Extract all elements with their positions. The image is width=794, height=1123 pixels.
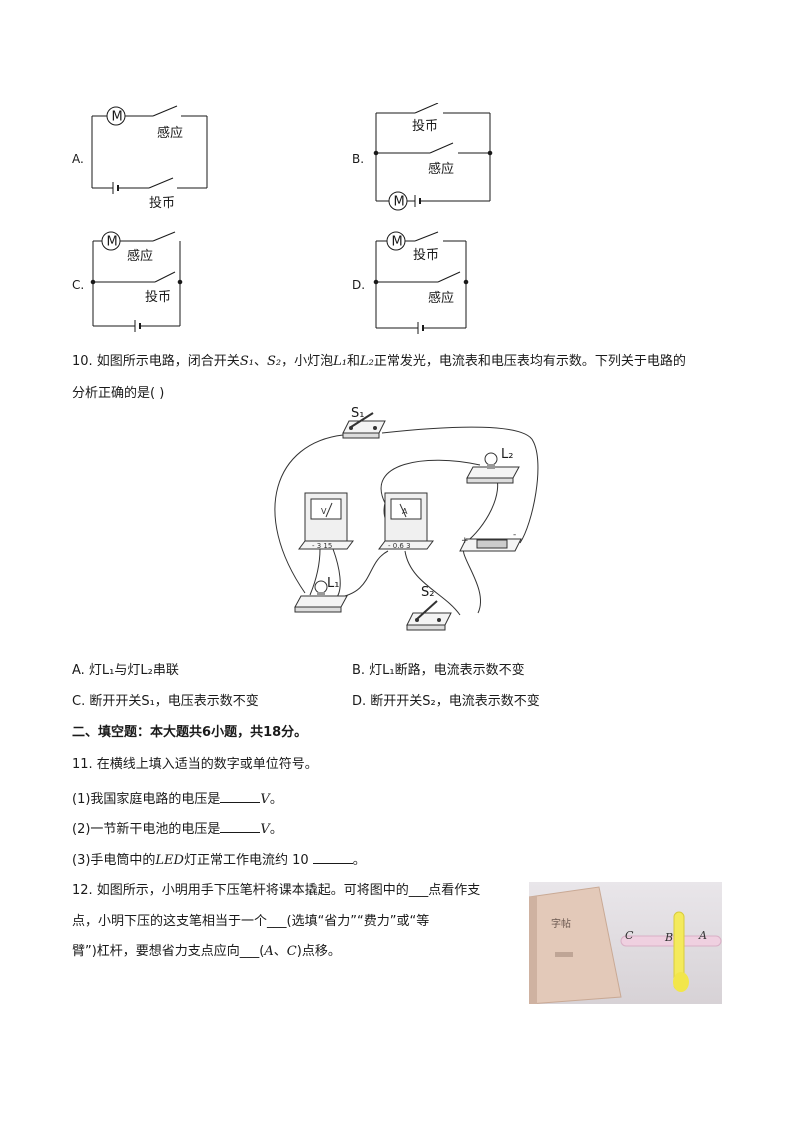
q10-text: 正常发光，电流表和电压表均有示数。下列关于电路的 xyxy=(373,354,686,369)
q11-p1-text: (1)我国家庭电路的电压是 xyxy=(72,792,221,807)
section-2-prefix: 二、填空题：本大题共 xyxy=(72,725,203,740)
voltmeter-terminals: - 3 15 xyxy=(312,542,332,550)
answer-blank[interactable] xyxy=(220,818,261,833)
var-l2: L₂ xyxy=(359,354,374,369)
q10-option-b: B. 灯L₁断路，电流表示数不变 xyxy=(352,663,525,678)
option-b-label-1: 投币 xyxy=(412,118,438,134)
q11-part-3: (3)手电筒中的LED灯正常工作电流约 10 。 xyxy=(72,849,366,870)
option-a-letter: A. xyxy=(72,152,84,166)
q11-part-2: (2)一节新干电池的电压是 V。 xyxy=(72,818,283,839)
battery-plus: + xyxy=(461,536,469,546)
book-cover xyxy=(529,886,622,1004)
var-l1: L₁ xyxy=(333,354,347,369)
motor-d-label: M xyxy=(392,235,403,250)
q10-text: 10. 如图所示电路，闭合开关 xyxy=(72,354,240,369)
q12-line-1: 12. 如图所示，小明用手下压笔杆将课本撬起。可将图中的___点看作支 xyxy=(72,883,481,898)
option-a-label-1: 感应 xyxy=(157,125,183,141)
option-d-label-2: 感应 xyxy=(428,290,454,306)
q11-p3-end: 。 xyxy=(352,853,366,868)
q12-l3-sep: 、 xyxy=(273,944,287,959)
var-s2: S₂ xyxy=(266,354,282,369)
q12-l3-end: )点移。 xyxy=(296,944,341,959)
option-d-label-1: 投币 xyxy=(413,247,439,263)
option-d-letter: D. xyxy=(352,278,366,292)
q10-option-a: A. 灯L₁与灯L₂串联 xyxy=(72,663,179,678)
q12-photo: 字帖 C B A xyxy=(529,882,722,1004)
section-2-suffix: 分。 xyxy=(281,725,308,740)
q11-p2-end: 。 xyxy=(269,822,283,837)
switch-s2: S₂ xyxy=(406,585,452,631)
q12-line-2: 点，小明下压的这支笔相当于一个___(选填“省力”“费力”或“等 xyxy=(72,914,430,929)
ammeter: A - 0.6 3 xyxy=(378,492,434,550)
motor-c-label: M xyxy=(107,235,118,250)
section-2-score: 18 xyxy=(263,725,282,740)
circuit-d-svg: M 投币 感应 xyxy=(373,231,469,334)
label-l1: L₁ xyxy=(327,576,339,591)
unit-v: V xyxy=(260,822,270,837)
q11-p3-text: (3)手电筒中的 xyxy=(72,853,156,868)
q11-stem: 11. 在横线上填入适当的数字或单位符号。 xyxy=(72,757,318,772)
var-led: LED xyxy=(155,853,184,868)
circuit-c-svg: M 感应 投币 xyxy=(90,231,183,332)
q10-option-d: D. 断开开关S₂，电流表示数不变 xyxy=(352,694,540,709)
option-b-label-2: 感应 xyxy=(428,161,454,177)
option-a-label-2: 投币 xyxy=(149,195,175,211)
section-2-mid: 小题，共 xyxy=(211,725,264,740)
answer-blank[interactable] xyxy=(312,849,353,864)
label-s2: S₂ xyxy=(421,585,434,600)
q11-p2-text: (2)一节新干电池的电压是 xyxy=(72,822,221,837)
circuit-a-svg: M 感应 投币 xyxy=(91,105,208,211)
q10-stem-line1: 10. 如图所示电路，闭合开关S₁、S₂，小灯泡L₁和L₂正常发光，电流表和电压… xyxy=(72,353,686,371)
unit-v: V xyxy=(260,792,270,807)
option-b-letter: B. xyxy=(352,152,365,166)
section-2-heading: 二、填空题：本大题共6小题，共18分。 xyxy=(72,724,307,742)
q10-circuit-figure: S₁ L₂ V - 3 15 A - 0.6 3 + - L₁ xyxy=(274,406,539,631)
section-2-count: 6 xyxy=(202,725,212,740)
q11-p1-end: 。 xyxy=(269,792,283,807)
q12-l3-text: 臂”)杠杆，要想省力支点应向___( xyxy=(72,944,265,959)
ammeter-symbol: A xyxy=(402,507,408,516)
point-c-ref: C xyxy=(286,944,297,959)
battery-minus: - xyxy=(513,530,516,540)
option-c-label-2: 投币 xyxy=(145,289,171,305)
q11-part-1: (1)我国家庭电路的电压是 V。 xyxy=(72,788,283,809)
q10-text: ，小灯泡 xyxy=(281,354,334,369)
point-a-ref: A xyxy=(264,944,274,959)
option-c-letter: C. xyxy=(72,278,85,292)
motor-a-label: M xyxy=(112,110,123,125)
switch-s1: S₁ xyxy=(342,406,386,439)
label-s1: S₁ xyxy=(351,406,364,421)
option-c-label-1: 感应 xyxy=(127,248,153,264)
q11-p3-mid: 灯正常工作电流约 10 xyxy=(183,853,309,868)
bulb-l1: L₁ xyxy=(294,576,348,613)
label-l2: L₂ xyxy=(501,447,513,462)
answer-blank[interactable] xyxy=(220,788,261,803)
q10-option-c: C. 断开开关S₁，电压表示数不变 xyxy=(72,694,259,709)
circuit-b-svg: M 投币 感应 xyxy=(373,103,493,211)
book-title: 字帖 xyxy=(551,917,571,930)
voltmeter: V - 3 15 xyxy=(298,492,354,550)
voltmeter-symbol: V xyxy=(321,507,327,516)
ammeter-terminals: - 0.6 3 xyxy=(388,542,411,550)
point-a-label: A xyxy=(698,929,707,942)
var-s1: S₁ xyxy=(239,354,254,369)
q10-and: 和 xyxy=(346,354,360,369)
motor-b-label: M xyxy=(394,195,405,210)
battery: + - xyxy=(459,530,522,552)
point-c-label: C xyxy=(625,929,634,942)
q10-sep: 、 xyxy=(253,354,267,369)
q12-line-3: 臂”)杠杆，要想省力支点应向___(A、C)点移。 xyxy=(72,943,341,961)
bulb-l2: L₂ xyxy=(466,447,520,484)
q10-stem-line2: 分析正确的是( ) xyxy=(72,386,165,401)
point-b-label: B xyxy=(664,931,673,944)
